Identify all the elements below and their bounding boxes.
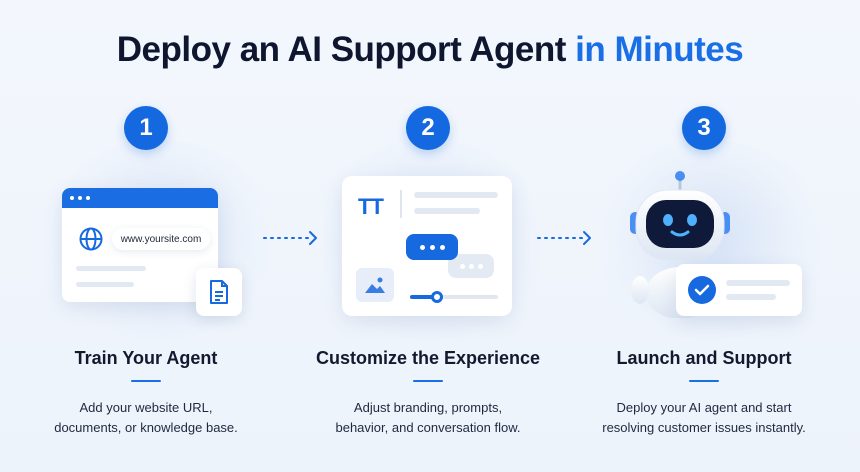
step-2-desc-line-2: behavior, and conversation flow. xyxy=(335,420,521,435)
text-style-icon: TT xyxy=(358,194,384,219)
document-icon xyxy=(210,280,228,304)
step-3-badge: 3 xyxy=(682,106,726,150)
placeholder-line xyxy=(414,192,498,198)
document-card xyxy=(196,268,242,316)
placeholder-line xyxy=(414,208,480,214)
step-1-badge: 1 xyxy=(124,106,168,150)
page-title: Deploy an AI Support Agent in Minutes xyxy=(0,30,860,70)
globe-icon xyxy=(79,227,103,251)
chat-bubble-icon-gray xyxy=(448,254,494,278)
placeholder-line xyxy=(726,280,790,286)
step-3-underline xyxy=(689,380,719,382)
step-2-badge: 2 xyxy=(406,106,450,150)
step-1-title: Train Your Agent xyxy=(74,348,218,368)
checkmark-icon xyxy=(688,276,716,304)
url-field: www.yoursite.com xyxy=(112,228,210,250)
step-1-desc-line-1: Add your website URL, xyxy=(79,400,213,415)
placeholder-line xyxy=(726,294,776,300)
slider-fill xyxy=(410,295,436,299)
step-1-desc-line-2: documents, or knowledge base. xyxy=(54,420,238,435)
step-3-desc-line-1: Deploy your AI agent and start xyxy=(616,400,792,415)
divider xyxy=(400,190,402,218)
step-3-description: Deploy your AI agent and start resolving… xyxy=(574,398,834,438)
placeholder-line xyxy=(76,282,134,287)
step-3-title: Launch and Support xyxy=(616,348,792,368)
title-accent: in Minutes xyxy=(575,30,744,69)
image-icon xyxy=(356,268,394,302)
dotted-arrow-icon xyxy=(537,231,591,245)
slider-knob xyxy=(431,291,443,303)
browser-title-bar xyxy=(62,188,218,208)
slider-track xyxy=(410,295,498,299)
step-2-description: Adjust branding, prompts, behavior, and … xyxy=(298,398,558,438)
step-2-desc-line-1: Adjust branding, prompts, xyxy=(353,400,503,415)
step-3-desc-line-2: resolving customer issues instantly. xyxy=(602,420,806,435)
placeholder-line xyxy=(76,266,146,271)
step-1-underline xyxy=(131,380,161,382)
chat-bubble-icon xyxy=(406,234,458,260)
step-2-underline xyxy=(413,380,443,382)
dotted-arrow-icon xyxy=(263,231,317,245)
title-main: Deploy an AI Support Agent xyxy=(116,30,567,69)
step-2-title: Customize the Experience xyxy=(315,348,541,368)
step-1-description: Add your website URL, documents, or know… xyxy=(16,398,276,438)
